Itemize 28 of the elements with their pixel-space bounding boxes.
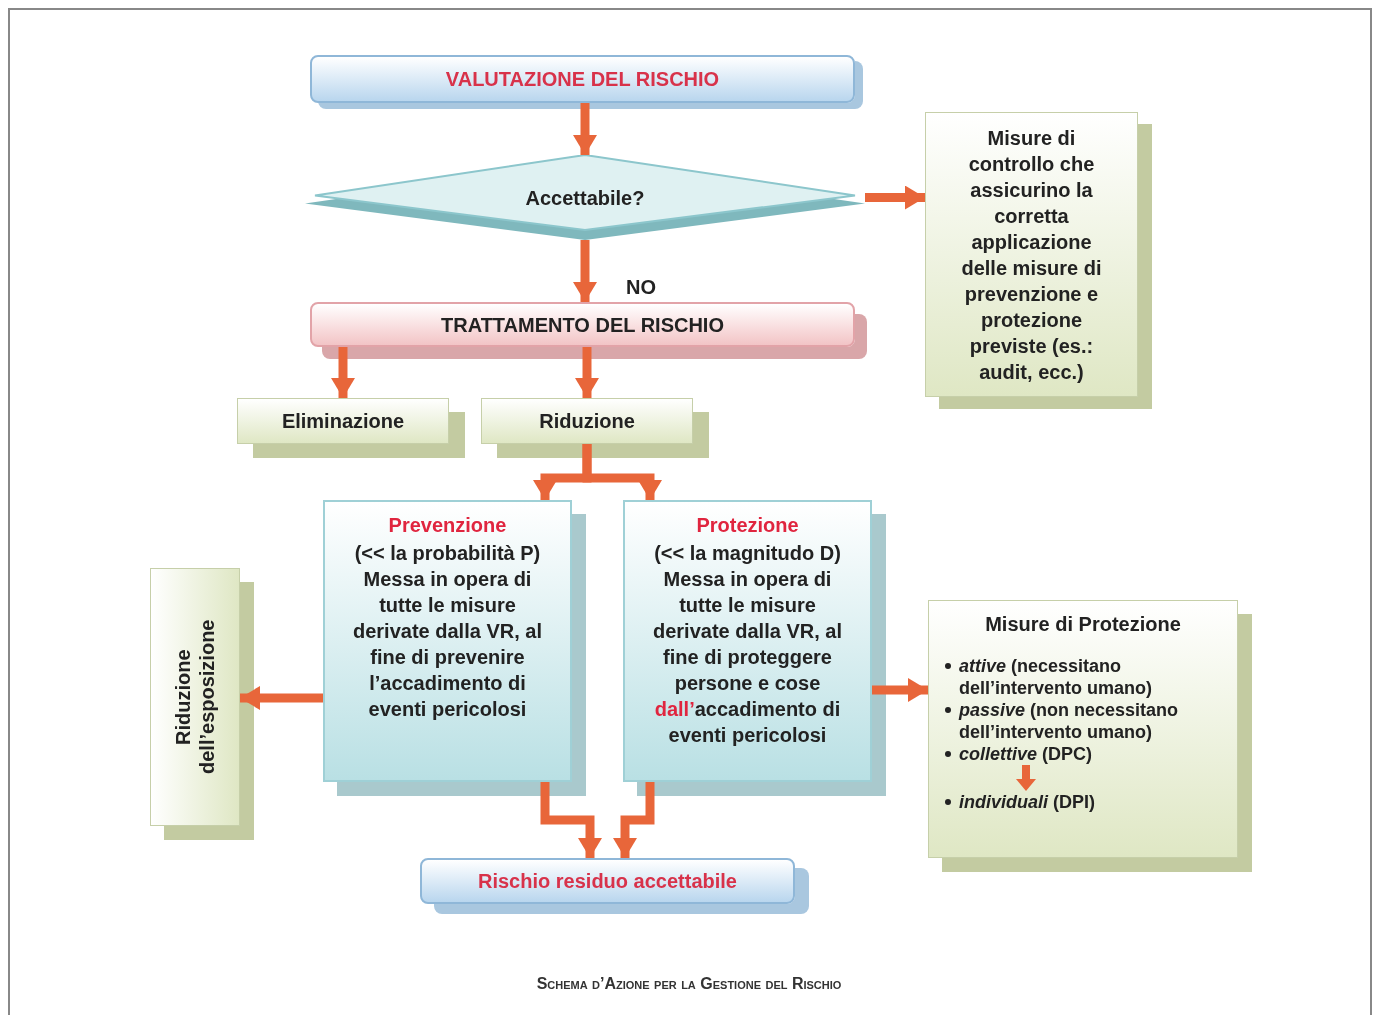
arrow <box>331 347 355 398</box>
list-item: attive (necessitano dell’intervento umano) <box>959 655 1154 699</box>
arrow <box>872 678 928 702</box>
arrow <box>540 782 602 858</box>
list-item: collettive (DPC) <box>959 743 1093 765</box>
decision-diamond <box>305 155 865 240</box>
arrow <box>582 444 662 500</box>
node-heading: Protezione <box>696 513 799 538</box>
node-title: Rischio residuo accettabile <box>478 869 737 894</box>
node-label: Accettabile? <box>525 185 645 211</box>
node-text: (<< la magnitudo D) Messa in opera di tutte le misure derivate dalla VR, al fine di proteggere persone e cose dall’accadimento di eventi pericolosi <box>652 541 843 748</box>
node-label: Riduzione <box>539 409 635 434</box>
node-label: Eliminazione <box>281 409 405 434</box>
node-heading: Prevenzione <box>388 513 507 538</box>
arrow <box>865 185 925 210</box>
node-title: TRATTAMENTO DEL RISCHIO <box>441 312 724 338</box>
list-item: passive (non necessitano dell’intervento umano) <box>959 699 1180 743</box>
arrow <box>573 103 597 155</box>
node-label: Riduzione dell’esposizione <box>171 618 219 777</box>
node-title: VALUTAZIONE DEL RISCHIO <box>445 67 720 92</box>
arrow <box>240 686 323 710</box>
list-item: individuali (DPI) <box>959 791 1095 813</box>
arrow <box>573 240 597 302</box>
arrow <box>575 347 599 398</box>
node-heading: Misure di Protezione <box>984 612 1182 637</box>
caption: Schema d’Azione per la Gestione del Rischio <box>535 974 843 994</box>
node-text: Misure di controllo che assicurino la corretta applicazione delle misure di prevenzione e protezione previste (es.: audit, ecc.) <box>960 125 1103 385</box>
node-text: (<< la probabilità P) Messa in opera di tutte le misure derivate dalla VR, al fine di prevenire l’accadimento di eventi pericolosi <box>352 541 543 722</box>
